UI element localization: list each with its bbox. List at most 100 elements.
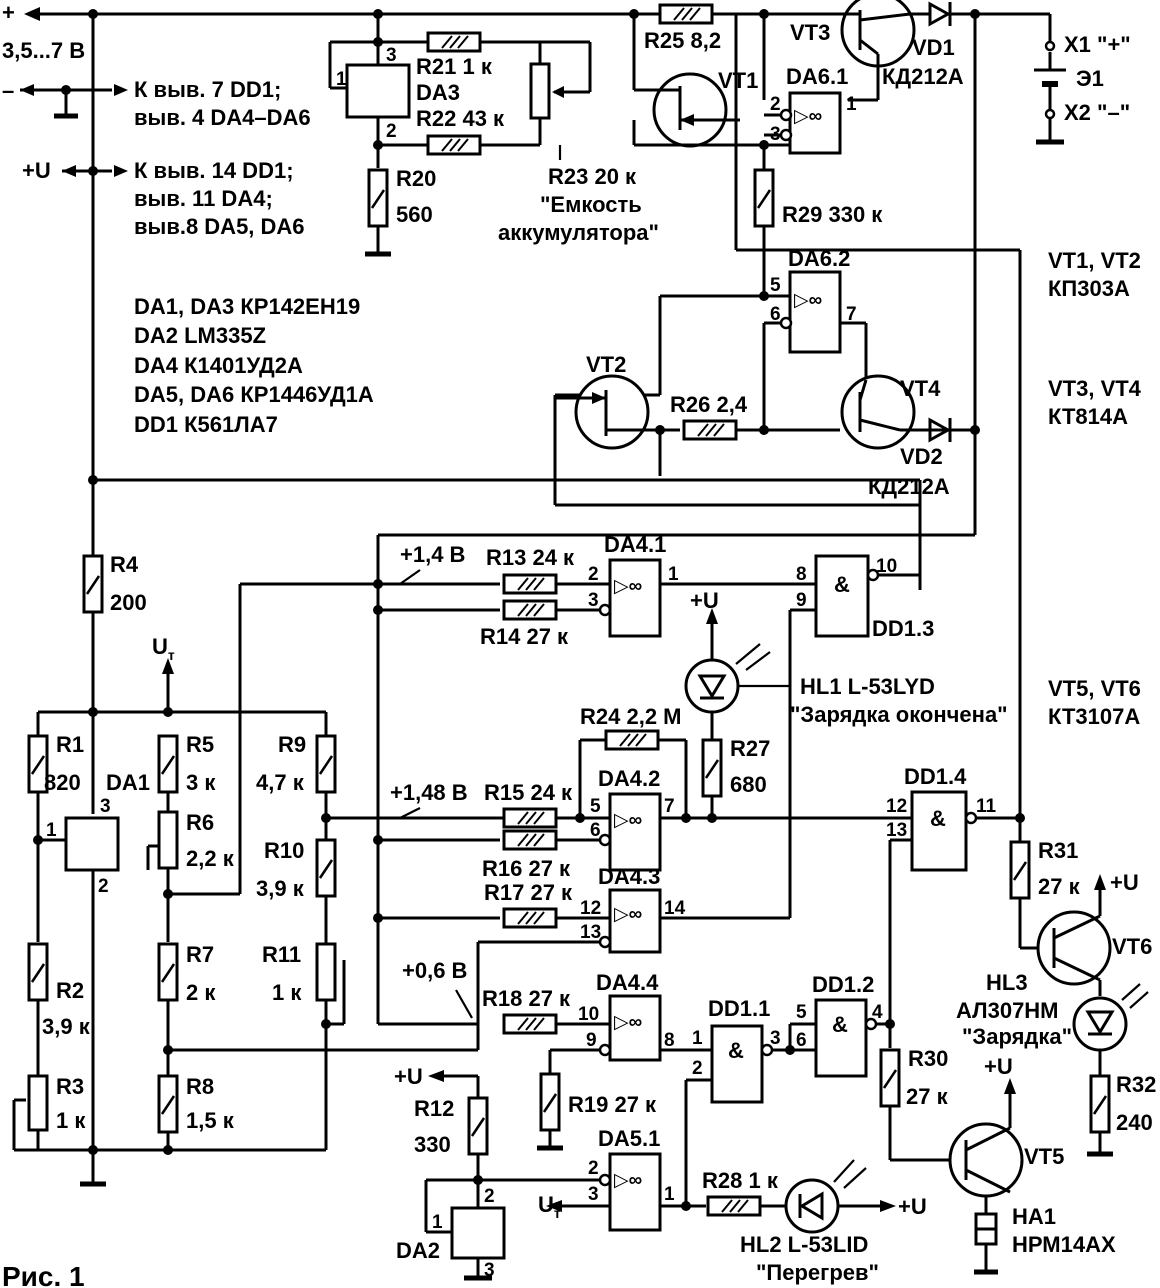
da51-pin1: 1 bbox=[664, 1184, 675, 1205]
r26-label: R26 2,4 bbox=[670, 392, 748, 417]
r14-label: R14 27 к bbox=[480, 624, 569, 649]
dd13-pin9: 9 bbox=[796, 590, 807, 611]
plus-note-line3: выв.8 DA5, DA6 bbox=[134, 214, 305, 239]
r28-label: R28 1 к bbox=[702, 1168, 779, 1193]
vt12-title: VT1, VT2 bbox=[1048, 248, 1141, 273]
r7-name: R7 bbox=[186, 942, 214, 967]
r3-name: R3 bbox=[56, 1074, 84, 1099]
r29-label: R29 330 к bbox=[782, 202, 883, 227]
ut-label: Uт bbox=[152, 634, 175, 663]
r18-label: R18 27 к bbox=[482, 986, 571, 1011]
da41-label: DA4.1 bbox=[604, 532, 666, 557]
da43-symbol: ▷∞ bbox=[614, 904, 642, 925]
da44-pin8: 8 bbox=[664, 1030, 675, 1051]
minus-note-line1: К выв. 7 DD1; bbox=[134, 77, 281, 102]
da42-label: DA4.2 bbox=[598, 766, 660, 791]
minus-note-line2: выв. 4 DA4–DA6 bbox=[134, 105, 311, 130]
da1-pin3: 3 bbox=[100, 796, 111, 817]
r11-name: R11 bbox=[262, 942, 301, 967]
plus-note-line1: К выв. 14 DD1; bbox=[134, 158, 294, 183]
vt6-label: VT6 bbox=[1112, 934, 1152, 959]
da44-opamp bbox=[608, 994, 662, 1062]
da43-pin12: 12 bbox=[580, 898, 601, 919]
r11-pot bbox=[315, 942, 337, 1002]
vd1-type: КД212А bbox=[882, 64, 964, 89]
vt6-transistor bbox=[1036, 910, 1112, 986]
vt1-label: VT1 bbox=[718, 68, 758, 93]
da42-symbol: ▷∞ bbox=[614, 810, 642, 831]
temperature-section: +U R12 330 1 2 3 DA2 ▷∞ DA5.1 2 3 1 Uт R… bbox=[394, 1064, 927, 1285]
dd12-symbol: & bbox=[832, 1012, 848, 1037]
da43-opamp bbox=[608, 888, 662, 954]
vt56-type: КТ3107А bbox=[1048, 704, 1140, 729]
da62-pin5: 5 bbox=[770, 275, 781, 296]
r9-value: 4,7 к bbox=[256, 770, 305, 795]
ha1-label: HA1 bbox=[1012, 1204, 1056, 1229]
vt1-vt3-da61-block: R25 8,2 VT1 VT3 VD1 КД212А ▷∞ DA6.1 bbox=[629, 0, 1022, 820]
r23-title-2: аккумулятора" bbox=[498, 220, 659, 245]
r32-name: R32 bbox=[1116, 1072, 1156, 1097]
dd13-gate bbox=[814, 554, 870, 638]
r6-name: R6 bbox=[186, 810, 214, 835]
e1-label: Э1 bbox=[1076, 66, 1104, 91]
vt34-type: КТ814А bbox=[1048, 404, 1128, 429]
v148-label: +1,48 В bbox=[390, 780, 468, 805]
vt1-transistor bbox=[652, 72, 728, 148]
da62-vt2-vt4-block: ▷∞ DA6.2 5 6 7 VT2 R26 2,4 VT4 bbox=[378, 246, 980, 537]
r1-value: 820 bbox=[44, 770, 81, 795]
vt12-type: КП303А bbox=[1048, 276, 1130, 301]
da42-pin7: 7 bbox=[664, 796, 675, 817]
da51-ut-label: Uт bbox=[538, 1192, 561, 1221]
supply-minus-label: – bbox=[2, 78, 14, 103]
da1-pin1: 1 bbox=[46, 820, 57, 841]
da3-block: 3 1 2 DA3 R21 1 к R22 43 к R20 560 R23 2… bbox=[328, 9, 659, 254]
da2-pin1: 1 bbox=[432, 1212, 443, 1233]
dd12-label: DD1.2 bbox=[812, 972, 874, 997]
r5-value: 3 к bbox=[186, 770, 216, 795]
dd14-gate bbox=[910, 790, 968, 872]
da41-pin3: 3 bbox=[588, 590, 599, 611]
v06-label: +0,6 В bbox=[402, 958, 467, 983]
da62-symbol: ▷∞ bbox=[794, 290, 822, 311]
dd14-pin13: 13 bbox=[886, 820, 907, 841]
da43-label: DA4.3 bbox=[598, 864, 660, 889]
da43-pin14: 14 bbox=[664, 898, 686, 919]
da2-label: DA2 bbox=[396, 1238, 440, 1263]
da44-label: DA4.4 bbox=[596, 970, 659, 995]
r31-name: R31 bbox=[1038, 838, 1078, 863]
reference-divider: R4 200 Uт R1 820 DA1 3 1 2 R2 3,9 к R3 1… bbox=[12, 552, 610, 1184]
r11-value: 1 к bbox=[272, 980, 302, 1005]
dd12-pin6: 6 bbox=[796, 1030, 807, 1051]
hl1-plus-u: +U bbox=[690, 588, 719, 613]
r2-name: R2 bbox=[56, 978, 84, 1003]
r15-label: R15 24 к bbox=[484, 780, 573, 805]
dd11-symbol: & bbox=[728, 1038, 744, 1063]
da51-opamp bbox=[608, 1152, 662, 1232]
supply-range-label: 3,5...7 В bbox=[2, 38, 85, 63]
supply-section: + 3,5...7 В – К выв. 7 DD1; выв. 4 DA4–D… bbox=[2, 0, 1050, 239]
dd13-label: DD1.3 bbox=[872, 616, 934, 641]
hl3-type: АЛ307НМ bbox=[956, 998, 1059, 1023]
vt56-title: VT5, VT6 bbox=[1048, 676, 1141, 701]
figure-caption: Рис. 1 bbox=[2, 1261, 85, 1288]
x1-label: X1 "+" bbox=[1064, 32, 1131, 57]
da42-pin5: 5 bbox=[590, 796, 601, 817]
r27-name: R27 bbox=[730, 736, 770, 761]
r19-label: R19 27 к bbox=[568, 1092, 657, 1117]
hl2-label: HL2 L-53LID bbox=[740, 1232, 868, 1257]
r23-label: R23 20 к bbox=[548, 164, 637, 189]
r8-name: R8 bbox=[186, 1074, 214, 1099]
vt4-label: VT4 bbox=[900, 376, 941, 401]
da3-pin2: 2 bbox=[386, 121, 397, 142]
r17-label: R17 27 к bbox=[484, 880, 573, 905]
r10-value: 3,9 к bbox=[256, 876, 305, 901]
da44-symbol: ▷∞ bbox=[614, 1012, 642, 1033]
hl3-title: "Зарядка" bbox=[962, 1024, 1072, 1049]
r32-value: 240 bbox=[1116, 1110, 1153, 1135]
r25-label: R25 8,2 bbox=[644, 28, 721, 53]
da3-pin1: 1 bbox=[336, 69, 347, 90]
dd14-pin12: 12 bbox=[886, 796, 907, 817]
dd12-gate bbox=[814, 998, 868, 1078]
da51-pin2: 2 bbox=[588, 1158, 599, 1179]
da44-pin10: 10 bbox=[578, 1004, 599, 1025]
